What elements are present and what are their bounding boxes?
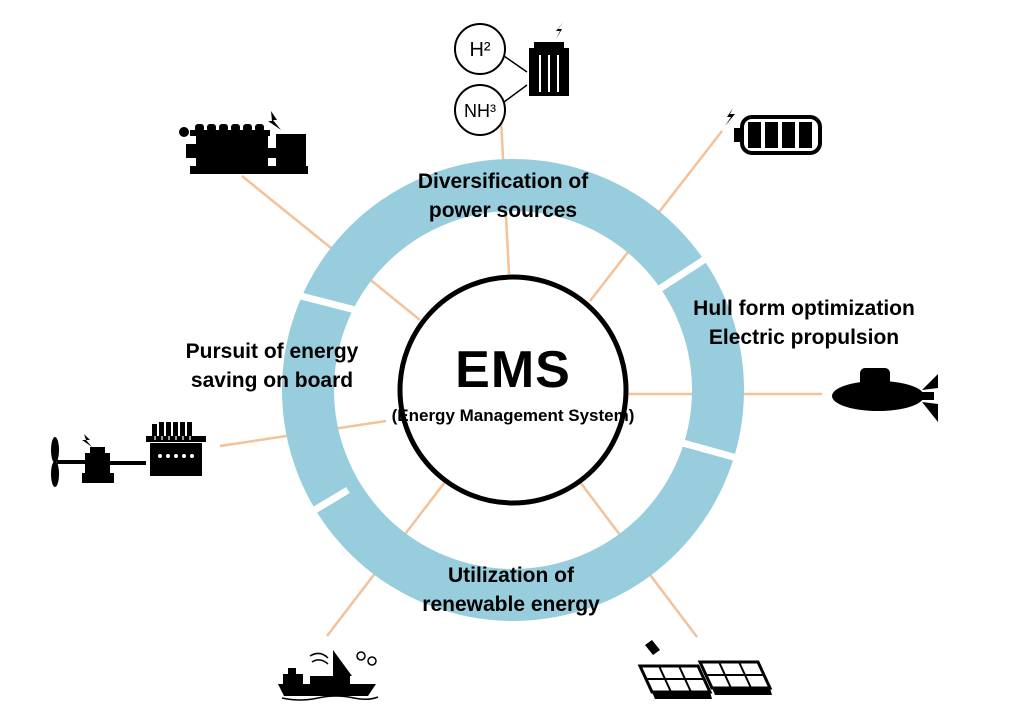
hull-label-line2: Electric propulsion (708, 326, 900, 349)
ems-title: EMS (455, 341, 571, 399)
engine-generator-icon (179, 111, 308, 174)
ems-ring (282, 159, 744, 621)
hull-label-line1: Hull form optimization (693, 297, 915, 320)
pursuit-label-line2: saving on board (190, 369, 354, 392)
submarine-propulsion-icon (832, 368, 938, 422)
ems-subtitle: (Energy Management System) (391, 406, 635, 425)
hydrogen-label: H² (469, 39, 490, 61)
ammonia-label: NH³ (464, 101, 496, 121)
hybrid-propulsion-shaft-icon (51, 422, 206, 487)
diversification-label-line2: power sources (428, 199, 578, 222)
pursuit-label-line1: Pursuit of energy (185, 340, 359, 363)
diversification-label-line1: Diversification of (417, 170, 589, 193)
sailing-ship-icon (278, 650, 379, 701)
ems-center-circle (397, 274, 629, 506)
renewable-label-line1: Utilization of (448, 564, 574, 587)
solar-panel-icon (637, 640, 773, 699)
hydrogen-ammonia-fuel-cell-icon: H² NH³ (454, 21, 569, 136)
ring-dividers (296, 253, 738, 524)
renewable-label-line2: renewable energy (422, 593, 600, 616)
battery-icon (725, 108, 822, 155)
